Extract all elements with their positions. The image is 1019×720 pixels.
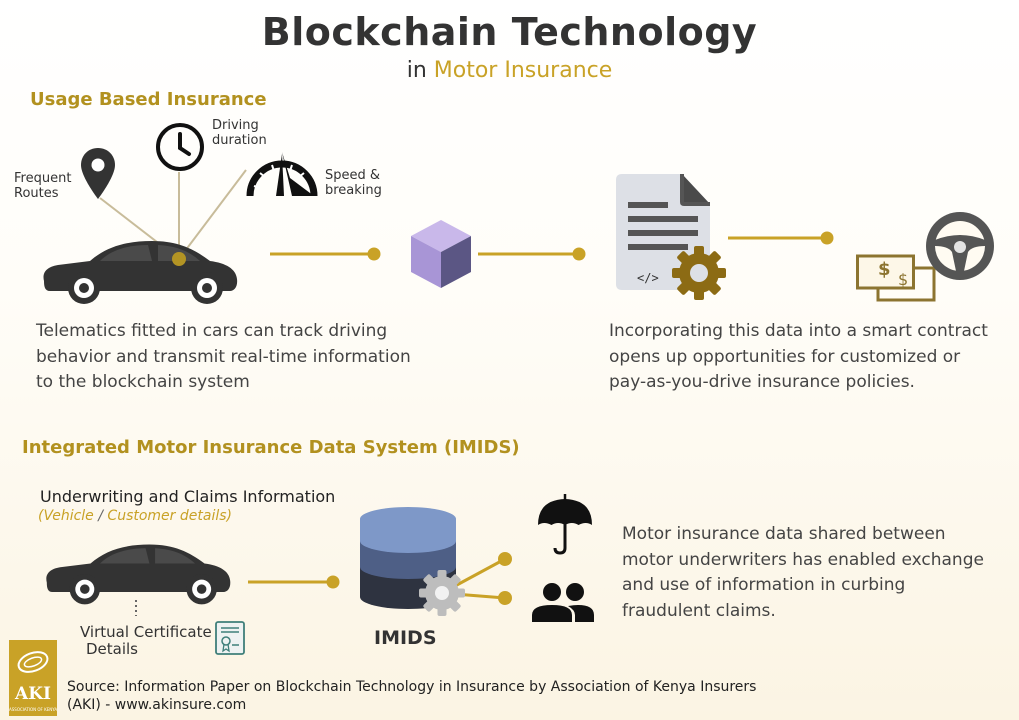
speedometer-icon xyxy=(246,152,318,197)
logo-emblem-icon xyxy=(17,651,49,673)
text-line: opens up opportunities for customized or xyxy=(609,346,961,367)
logo-text: AKI xyxy=(15,684,51,704)
source-citation: Source: Information Paper on Blockchain … xyxy=(67,678,756,714)
label-line: Frequent xyxy=(14,171,72,186)
page-title: Blockchain Technology xyxy=(261,10,758,54)
code-glyph: </> xyxy=(637,271,659,285)
label-line: Driving xyxy=(212,118,259,133)
steering-wheel-icon xyxy=(926,212,994,280)
smart-contract-icon: </> xyxy=(612,174,730,304)
imids-description-text: Motor insurance data shared between moto… xyxy=(622,522,984,624)
umbrella-icon xyxy=(538,494,592,555)
car-icon xyxy=(46,544,231,605)
ubi-heading: Usage Based Insurance xyxy=(30,89,267,110)
page-subtitle: in Motor Insurance xyxy=(0,58,1019,83)
source-line: (AKI) - www.akinsure.com xyxy=(67,697,247,713)
dollar-glyph: $ xyxy=(878,259,891,280)
logo-small-text: ASSOCIATION OF KENYA INSURERS xyxy=(9,707,57,712)
car-icon xyxy=(43,241,238,304)
text-line: motor underwriters has enabled exchange xyxy=(622,549,984,570)
label-line: Speed & xyxy=(325,168,381,183)
connector-line xyxy=(728,231,834,245)
imids-label: IMIDS xyxy=(374,627,437,649)
money-icon: $ $ xyxy=(856,254,938,304)
imids-heading: Integrated Motor Insurance Data System (… xyxy=(22,437,520,458)
label-speed-braking: Speed & breaking xyxy=(325,168,382,198)
text-line: and use of information in curbing xyxy=(622,575,906,595)
certificate-label: Virtual Certificate Details xyxy=(80,624,212,658)
connector-line xyxy=(248,575,340,589)
ubi-telematics-text: Telematics fitted in cars can track driv… xyxy=(36,319,411,396)
subtitle-vehicle: (Vehicle xyxy=(38,508,94,524)
label-frequent-routes: Frequent Routes xyxy=(14,171,71,201)
subtitle-prefix: in xyxy=(406,58,427,83)
underwriting-subtitle: (Vehicle / Customer details) xyxy=(38,508,232,524)
document-icon xyxy=(616,174,726,300)
subtitle-accent: Motor Insurance xyxy=(433,58,613,83)
text-line: Motor insurance data shared between xyxy=(622,524,946,544)
people-icon xyxy=(532,583,594,622)
clock-icon xyxy=(156,123,204,171)
certificate-icon xyxy=(215,621,245,655)
source-line: Source: Information Paper on Blockchain … xyxy=(67,679,757,695)
banknote-shapes xyxy=(856,254,936,302)
subtitle-customer: Customer details) xyxy=(107,508,232,524)
label-line: duration xyxy=(212,133,267,148)
ubi-smart-contract-text: Incorporating this data into a smart con… xyxy=(609,319,988,396)
location-pin-icon xyxy=(81,148,115,199)
connector-line xyxy=(478,247,586,261)
text-line: behavior and transmit real-time informat… xyxy=(36,346,411,367)
connector-line xyxy=(270,247,381,261)
label-driving-duration: Driving duration xyxy=(212,118,267,148)
aki-logo xyxy=(9,640,57,716)
text-line: Incorporating this data into a smart con… xyxy=(609,321,988,341)
label-line: Virtual Certificate xyxy=(80,623,212,641)
underwriting-title: Underwriting and Claims Information xyxy=(40,487,336,506)
text-line: Telematics fitted in cars can track driv… xyxy=(36,321,388,341)
dotted-connector xyxy=(135,600,137,616)
subtitle-separator: / xyxy=(93,508,108,524)
share-connector xyxy=(419,552,512,616)
text-line: fraudulent claims. xyxy=(622,600,776,621)
label-line: Details xyxy=(86,640,139,658)
text-line: to the blockchain system xyxy=(36,372,250,392)
label-line: Routes xyxy=(14,186,59,201)
gear-icon xyxy=(419,570,465,616)
text-line: pay-as-you-drive insurance policies. xyxy=(609,372,915,392)
dollar-glyph: $ xyxy=(898,270,909,289)
label-line: breaking xyxy=(325,183,382,198)
blockchain-block-icon xyxy=(411,220,471,288)
